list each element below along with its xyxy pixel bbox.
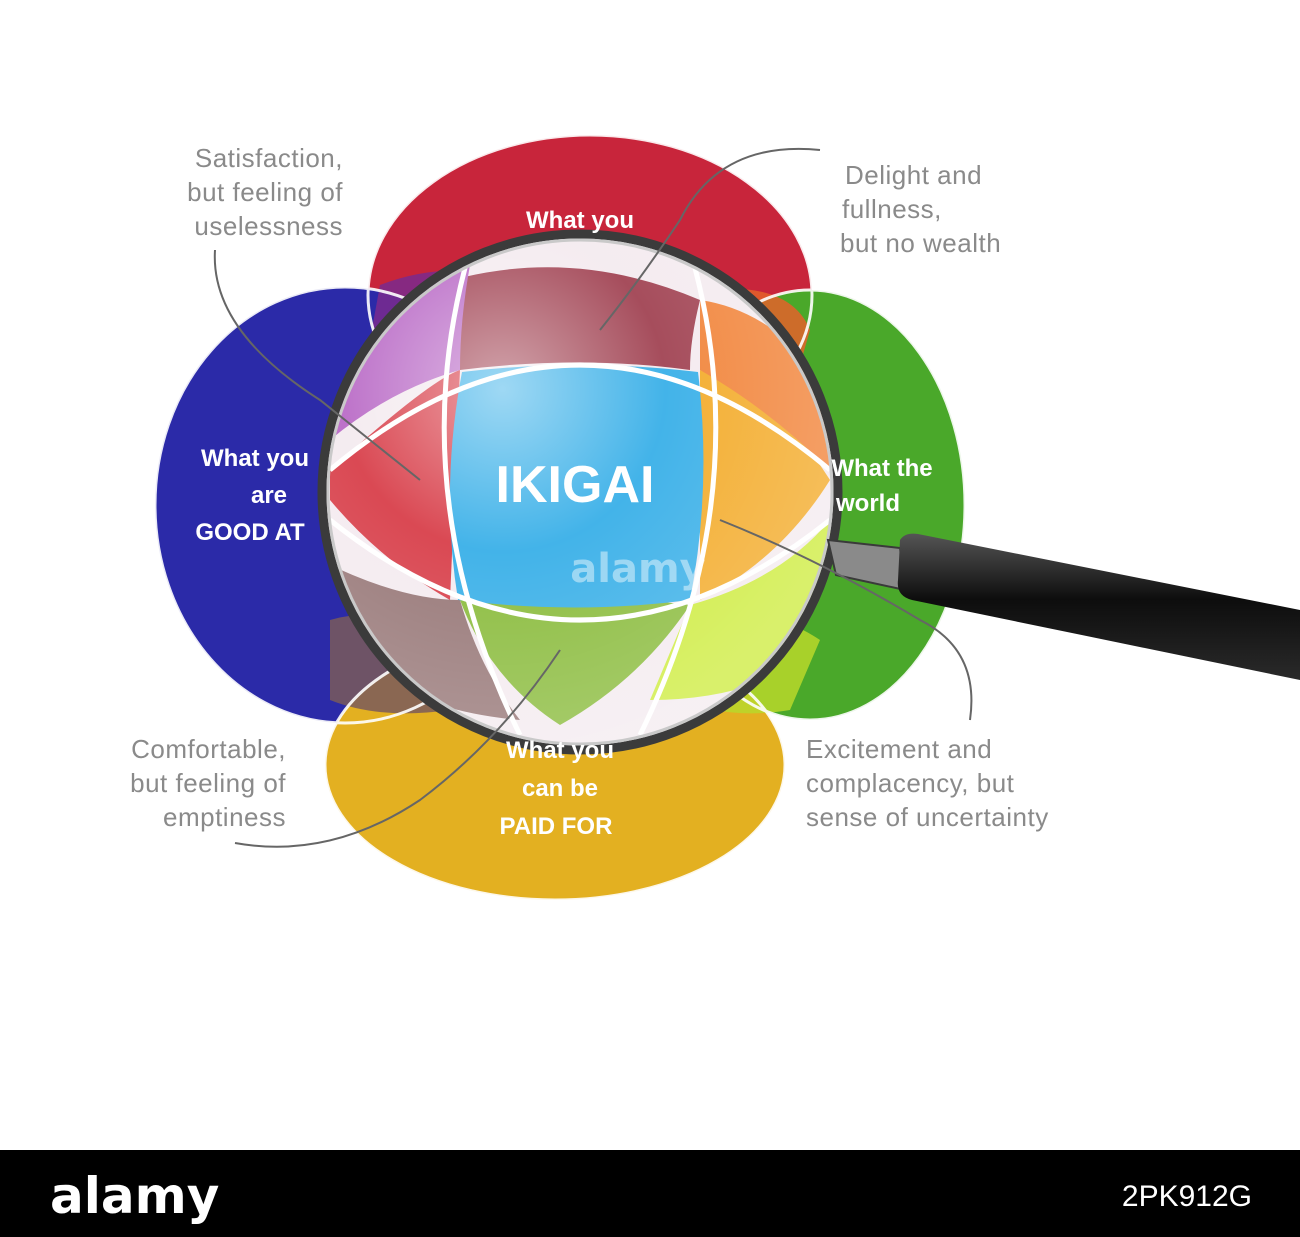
note-top-left-line2: but feeling of xyxy=(187,177,343,207)
note-top-left-line3: uselessness xyxy=(194,211,343,241)
note-bottom-left-line1: Comfortable, xyxy=(131,734,286,764)
note-bottom-right-line1: Excitement and xyxy=(806,734,993,764)
paid-label-line1: What you xyxy=(506,737,614,764)
note-bottom-left-line2: but feeling of xyxy=(130,768,286,798)
alamy-logo: alamy xyxy=(50,1167,220,1225)
note-top-left-line1: Satisfaction, xyxy=(194,143,343,173)
note-bottom-right-line2: complacency, but xyxy=(806,768,1015,798)
ikigai-center-label: IKIGAI xyxy=(496,456,655,514)
world-label-line1: What the xyxy=(831,455,932,482)
love-label-line1: What you xyxy=(526,207,634,234)
world-label-line2: world xyxy=(835,490,900,517)
note-bottom-left: Comfortable, but feeling of emptiness xyxy=(78,732,286,834)
note-top-right-line1: Delight and xyxy=(845,160,983,190)
image-watermark: alamy xyxy=(570,546,705,592)
image-id: 2PK912G xyxy=(1121,1180,1252,1213)
note-top-right: Delight and fullness, but no wealth xyxy=(840,158,1001,260)
watermark-bar xyxy=(0,1150,1300,1237)
ikigai-diagram: What you What you are GOOD AT What the w… xyxy=(153,133,1300,902)
note-top-left: Satisfaction, but feeling of uselessness xyxy=(158,141,343,243)
note-top-right-line2: fullness, xyxy=(842,194,942,224)
magnified-view xyxy=(322,234,838,750)
good-label-line3: GOOD AT xyxy=(195,519,305,546)
note-top-right-line3: but no wealth xyxy=(840,228,1002,258)
good-label-line2: are xyxy=(251,482,287,509)
magnifier-handle xyxy=(826,533,1300,680)
magnifier-lens-rim xyxy=(317,229,843,755)
paid-label-line2: can be xyxy=(522,775,598,802)
note-bottom-right: Excitement and complacency, but sense of… xyxy=(806,732,1049,834)
note-bottom-right-line3: sense of uncertainty xyxy=(806,802,1049,832)
note-bottom-left-line3: emptiness xyxy=(163,802,286,832)
paid-label-line3: PAID FOR xyxy=(500,813,613,840)
connector-lines xyxy=(213,147,973,848)
good-label-line1: What you xyxy=(201,445,309,472)
